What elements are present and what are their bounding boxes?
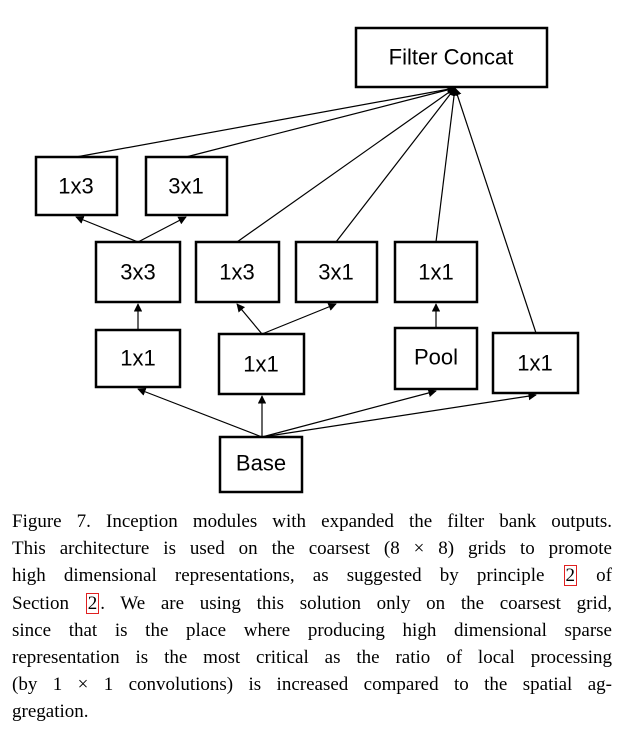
edge-3x3-to-top-1x3 [75, 215, 139, 243]
node-base-label: Base [236, 451, 286, 476]
node-mid-3x1-label: 3x1 [318, 260, 353, 285]
edge-base-to-1x1-c [261, 391, 537, 438]
node-mid-1x1: 1x1 [393, 240, 479, 304]
caption-line-5: since that is the place where producing … [12, 619, 612, 641]
edge-1x1-b-to-mid-1x3 [236, 303, 263, 335]
node-mid-3x1: 3x1 [294, 240, 379, 304]
edge-base-to-pool [261, 388, 437, 438]
edges [75, 85, 537, 438]
node-low-pool: Pool [393, 326, 479, 391]
caption-line-4: Section 2. We are using this solution on… [12, 590, 612, 617]
node-mid-1x1-label: 1x1 [418, 260, 453, 285]
caption-line-3-text-a: high dimensional representations, as sug… [12, 565, 563, 587]
node-mid-3x3-label: 3x3 [120, 260, 155, 285]
node-top-3x1: 3x1 [144, 155, 229, 217]
node-filter-concat: Filter Concat [354, 26, 549, 89]
node-mid-1x3: 1x3 [194, 240, 281, 304]
principle-ref-link[interactable]: 2 [563, 565, 578, 587]
edge-1x1-b-to-mid-3x1 [261, 302, 337, 335]
caption-line-8: gregation. [12, 701, 89, 723]
edge-top-3x1-to-concat [185, 85, 456, 158]
edge-top-1x3-to-concat [75, 85, 456, 158]
inception-module-diagram: Filter Concat 1x3 3x1 3x3 1x3 3x1 1x1 1x… [34, 26, 580, 494]
node-mid-1x3-label: 1x3 [219, 260, 254, 285]
caption-line-6: representation is the most critical as t… [12, 647, 612, 669]
node-low-pool-label: Pool [414, 345, 458, 370]
edge-3x3-to-top-3x1 [137, 216, 187, 243]
edge-mid-3x1-to-concat [335, 87, 456, 243]
section-ref-link[interactable]: 2 [85, 592, 100, 614]
caption-line-4-text-b: . We are using this solution only on the… [100, 592, 612, 614]
node-top-1x3-label: 1x3 [58, 174, 93, 199]
node-low-1x1-b: 1x1 [217, 332, 306, 396]
node-top-1x3: 1x3 [34, 155, 119, 217]
edge-base-to-1x1-a [137, 387, 263, 438]
node-low-1x1-b-label: 1x1 [243, 352, 278, 377]
node-low-1x1-c: 1x1 [491, 331, 580, 395]
caption-line-4-text-a: Section [12, 592, 85, 614]
caption-line-7: (by 1 × 1 convolutions) is increased com… [12, 674, 612, 696]
caption-line-1: Figure 7. Inception modules with expande… [12, 511, 612, 532]
edge-mid-1x3-to-concat [236, 87, 456, 243]
node-low-1x1-a: 1x1 [94, 328, 182, 389]
edge-mid-1x1-to-concat [435, 87, 459, 243]
caption-line-3: high dimensional representations, as sug… [12, 562, 612, 589]
node-top-3x1-label: 3x1 [168, 174, 203, 199]
node-mid-3x3: 3x3 [94, 240, 182, 304]
node-filter-concat-label: Filter Concat [389, 45, 514, 70]
node-low-1x1-c-label: 1x1 [517, 351, 552, 376]
node-low-1x1-a-label: 1x1 [120, 346, 155, 371]
figure-caption: Figure 7. Inception modules with expande… [12, 508, 612, 726]
node-base: Base [218, 435, 304, 494]
edge-low-1x1-c-to-concat [453, 87, 537, 334]
caption-line-2: This architecture is used on the coarses… [12, 538, 612, 560]
caption-line-3-text-b: of [578, 565, 612, 587]
